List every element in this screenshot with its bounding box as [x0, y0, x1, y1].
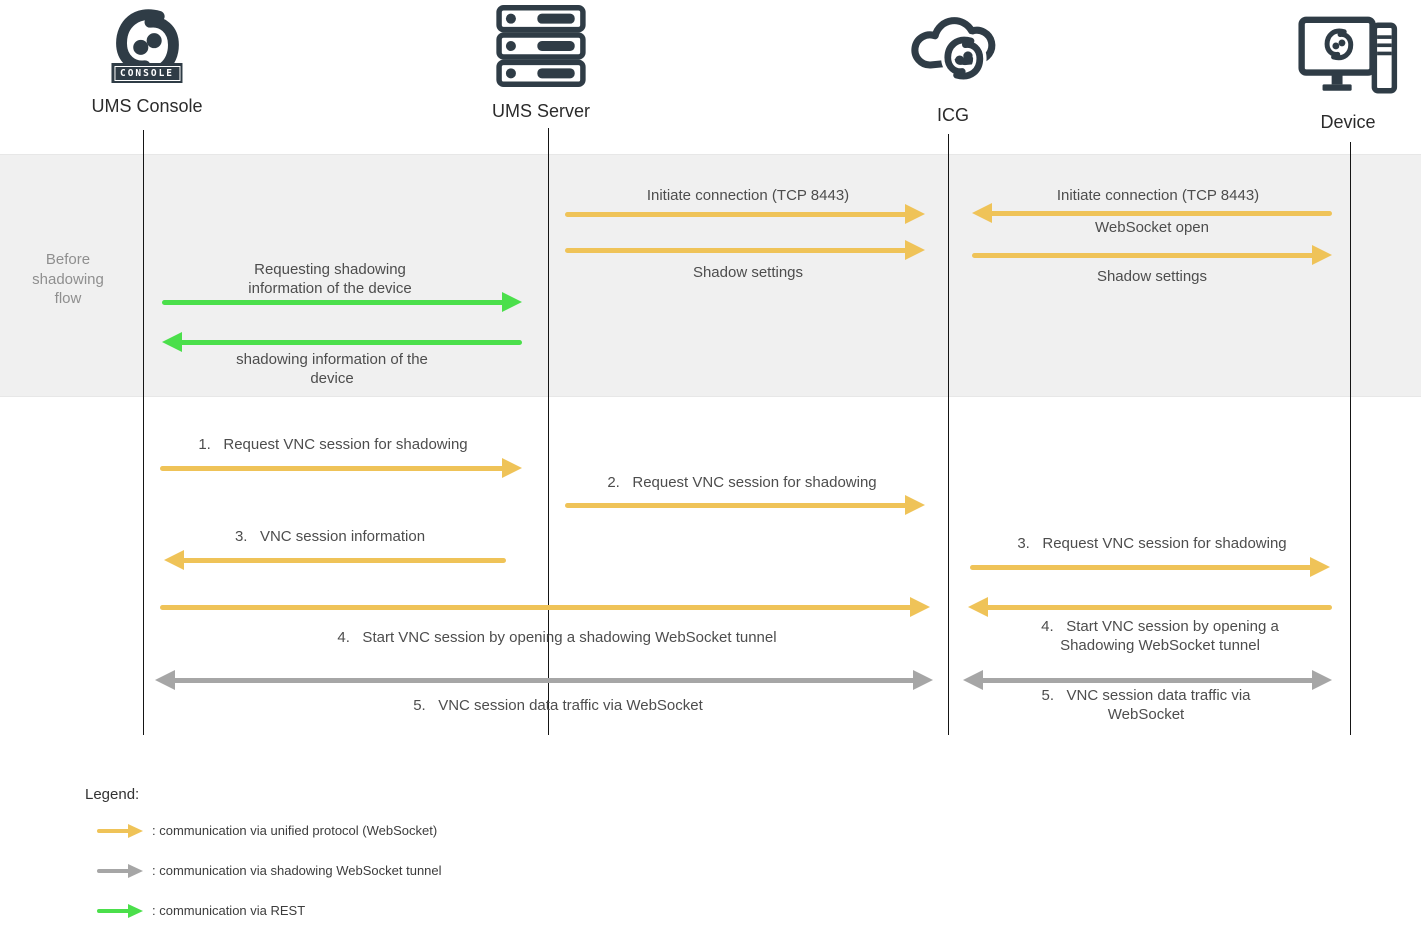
legend-item-rest: : communication via REST — [152, 903, 306, 918]
legend-title: Legend: — [85, 786, 140, 803]
tower — [1371, 22, 1398, 94]
msg-requesting-shadowing-info: Requesting shadowing information of the … — [248, 261, 412, 297]
arrow-step4-console-icg — [160, 597, 930, 617]
msg-step5-device-icg: 5. VNC session data traffic via WebSocke… — [1041, 687, 1251, 723]
msg-step4-console-icg: 4. Start VNC session by opening a shadow… — [337, 629, 777, 646]
msg-step5-console-icg: 5. VNC session data traffic via WebSocke… — [413, 697, 703, 714]
msg-shadow-settings-icg-device: Shadow settings — [1096, 268, 1208, 285]
arrow-step1-console-server — [160, 458, 522, 478]
msg-websocket-open: WebSocket open — [1095, 219, 1209, 236]
actor-label-ums-server: UMS Server — [491, 101, 591, 121]
ums-server-icon — [496, 5, 586, 87]
legend-websocket-tunnel-arrow-icon — [97, 864, 143, 878]
legend-unified-protocol-arrow-icon — [97, 824, 143, 838]
msg-step1: 1. Request VNC session for shadowing — [198, 436, 468, 453]
actor-label-ums-console: UMS Console — [91, 96, 203, 116]
arrow-shadow-settings-icg-device — [972, 245, 1332, 265]
msg-step4-device-icg: 4. Start VNC session by opening a Shadow… — [1041, 618, 1279, 654]
actor-label-icg: ICG — [936, 105, 969, 125]
arrow-step5-console-icg — [155, 670, 933, 690]
lifeline-ums-console — [142, 130, 144, 735]
actor-ums-server: UMS Server — [492, 5, 590, 122]
before-shadowing-band — [0, 154, 1421, 397]
actor-ums-console: CONSOLE UMS Console — [91, 8, 203, 117]
arrow-requesting-shadowing-info — [162, 292, 522, 312]
msg-initiate-connection-device-icg: Initiate connection (TCP 8443) — [1056, 187, 1260, 204]
msg-initiate-connection-server-icg: Initiate connection (TCP 8443) — [646, 187, 850, 204]
msg-shadowing-info: shadowing information of the device — [236, 351, 428, 387]
msg-step3-request: 3. Request VNC session for shadowing — [1017, 535, 1287, 552]
arrow-step5-device-icg — [963, 670, 1332, 690]
legend-item-websocket-tunnel: : communication via shadowing WebSocket … — [152, 863, 442, 878]
arrow-initiate-connection-device-icg — [972, 203, 1332, 223]
console-badge: CONSOLE — [111, 63, 183, 83]
lifeline-device — [1349, 142, 1351, 735]
igel-logo-icon — [948, 40, 980, 76]
actor-device: Device — [1298, 12, 1398, 133]
actor-label-device: Device — [1320, 112, 1376, 132]
icg-cloud-icon — [911, 17, 996, 96]
arrow-step4-device-icg — [968, 597, 1332, 617]
actor-icg: ICG — [906, 2, 1000, 126]
device-icon — [1298, 16, 1398, 94]
arrow-shadow-settings-server-icg — [565, 240, 925, 260]
arrow-initiate-connection-server-icg — [565, 204, 925, 224]
arrow-step3-server-console — [164, 550, 506, 570]
msg-shadow-settings-server-icg: Shadow settings — [692, 264, 804, 281]
before-shadowing-label: Before shadowing flow — [32, 251, 104, 307]
legend-rest-arrow-icon — [97, 904, 143, 918]
lifeline-icg — [947, 134, 949, 735]
arrow-step3-icg-device — [970, 557, 1330, 577]
arrow-step2-server-icg — [565, 495, 925, 515]
legend-item-unified-protocol: : communication via unified protocol (We… — [152, 823, 438, 838]
console-badge-label: CONSOLE — [113, 65, 181, 81]
lifeline-ums-server — [547, 128, 549, 735]
msg-step2: 2. Request VNC session for shadowing — [607, 474, 877, 491]
arrow-shadowing-info — [162, 332, 522, 352]
msg-step3-info: 3. VNC session information — [234, 528, 426, 545]
